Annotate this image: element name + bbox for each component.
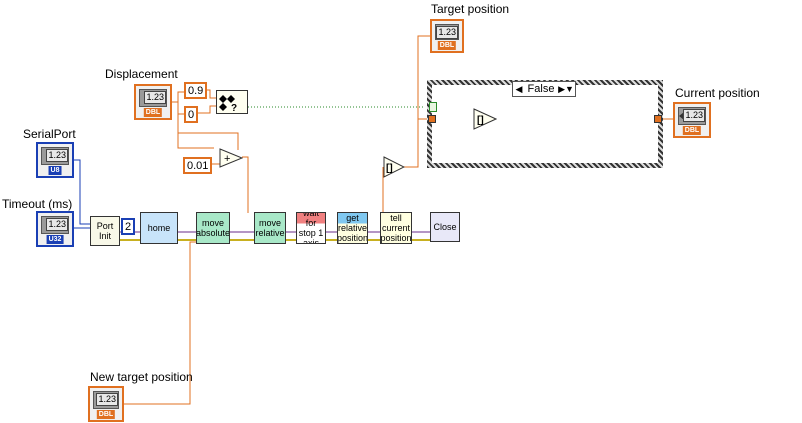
target-position-label: Target position bbox=[431, 2, 510, 16]
build-array-node[interactable]: [] bbox=[383, 156, 405, 178]
case-selector[interactable]: ◀ False ▶▼ bbox=[512, 81, 576, 97]
move-relative-subvi[interactable]: move relative bbox=[254, 212, 286, 244]
right-tunnel bbox=[654, 115, 662, 123]
svg-text:+: + bbox=[224, 153, 230, 165]
port-init-subvi[interactable]: Port Init bbox=[90, 216, 120, 246]
new-target-position-label: New target position bbox=[90, 370, 193, 384]
timeout-label: Timeout (ms) bbox=[2, 197, 73, 211]
target-position-indicator[interactable]: 1.23 DBL bbox=[430, 19, 464, 53]
constant-0-9[interactable]: 0.9 bbox=[184, 82, 208, 99]
axis-constant[interactable]: 2 bbox=[121, 218, 136, 235]
current-position-label: Current position bbox=[675, 86, 760, 100]
input-arrow-icon bbox=[679, 112, 684, 120]
displacement-label: Displacement bbox=[105, 67, 178, 81]
home-subvi[interactable]: home bbox=[140, 212, 178, 244]
get-relative-position-subvi[interactable]: get relative position bbox=[337, 212, 368, 244]
move-absolute-subvi[interactable]: move absolute bbox=[196, 212, 230, 244]
tell-current-position-subvi[interactable]: tell current position bbox=[380, 212, 412, 244]
new-target-position-control[interactable]: 1.23 DBL bbox=[88, 386, 124, 422]
serial-port-label: SerialPort bbox=[23, 127, 76, 141]
svg-text:[]: [] bbox=[386, 163, 393, 174]
case-selector-value: False bbox=[527, 83, 555, 95]
build-array-inner-node[interactable]: [] bbox=[473, 108, 497, 130]
left-tunnel bbox=[428, 115, 436, 123]
current-position-indicator[interactable]: 1.23 DBL bbox=[673, 102, 711, 138]
add-node[interactable]: + bbox=[219, 148, 243, 168]
wait-for-stop-subvi[interactable]: wait for stop 1 axis bbox=[296, 212, 326, 244]
timeout-control[interactable]: 1.23 U32 bbox=[36, 211, 74, 247]
case-prev-icon[interactable]: ◀ bbox=[515, 83, 523, 94]
constant-0[interactable]: 0 bbox=[184, 106, 199, 123]
in-range-coerce-node[interactable]: ? bbox=[216, 90, 248, 114]
selector-tunnel bbox=[429, 102, 437, 112]
in-range-icon: ? bbox=[219, 95, 237, 114]
displacement-control[interactable]: 1.23 DBL bbox=[134, 84, 172, 120]
serial-port-control[interactable]: 1.23 U8 bbox=[36, 142, 74, 178]
svg-text:[]: [] bbox=[477, 115, 484, 126]
case-next-icon[interactable]: ▶▼ bbox=[558, 83, 574, 94]
constant-0-01[interactable]: 0.01 bbox=[183, 157, 213, 174]
svg-text:?: ? bbox=[231, 103, 237, 113]
close-subvi[interactable]: Close bbox=[430, 212, 460, 242]
